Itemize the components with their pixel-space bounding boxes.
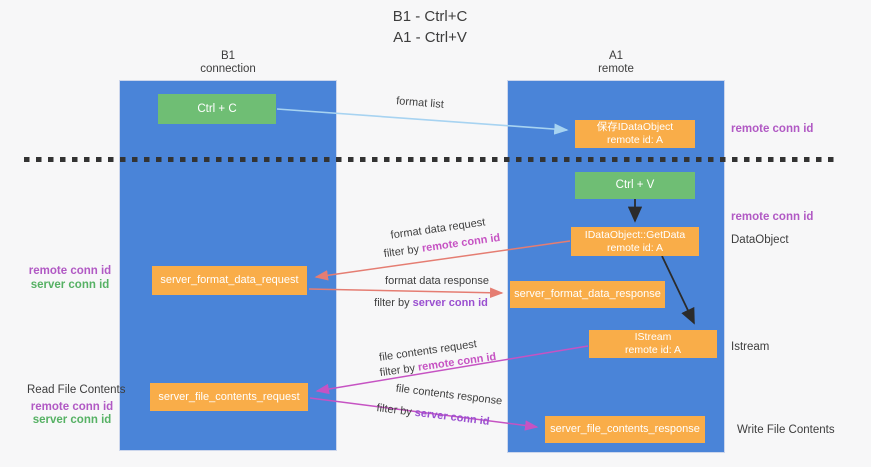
label-format-data-response: format data response xyxy=(385,275,489,287)
filter-server-conn-id: server conn id xyxy=(412,297,488,309)
server-file-contents-response-node: server_file_contents_response xyxy=(545,416,705,443)
server-format-data-response-node: server_format_data_response xyxy=(510,281,665,308)
server-file-contents-response-label: server_file_contents_response xyxy=(550,423,700,435)
label-filter-server-1: filter by server conn id xyxy=(373,297,489,309)
save-idataobject-node: 保存IDataObject remote id: A xyxy=(575,120,695,148)
annotation-remote-conn-id-mid-right: remote conn id xyxy=(731,211,814,223)
label-filter-server-2: filter by server conn id xyxy=(375,402,492,428)
filter-by-text: filter by xyxy=(375,402,416,419)
filter-by-text: filter by xyxy=(383,242,423,261)
label-format-list: format list xyxy=(395,95,445,111)
annotation-remote-conn-id-top-left: remote conn id xyxy=(28,265,112,277)
save-idataobject-line2: remote id: A xyxy=(606,134,664,146)
server-format-data-request-node: server_format_data_request xyxy=(152,266,307,295)
title-line-1: B1 - Ctrl+C xyxy=(392,8,468,25)
annotation-remote-conn-id-bottom-left: remote conn id xyxy=(30,401,114,413)
left-column-header: B1 connection xyxy=(119,50,337,76)
getdata-line2: remote id: A xyxy=(606,241,664,254)
server-file-contents-request-label: server_file_contents_request xyxy=(158,390,300,403)
format-data-response-arrow xyxy=(308,287,504,299)
ctrl-c-label: Ctrl + C xyxy=(197,102,237,115)
annotation-dataobject: DataObject xyxy=(731,234,789,246)
annotation-server-conn-id-bottom-left: server conn id xyxy=(32,414,112,426)
ctrl-v-label: Ctrl + V xyxy=(615,179,655,191)
diagram-title: B1 - Ctrl+C A1 - Ctrl+V xyxy=(0,6,860,48)
server-format-data-request-label: server_format_data_request xyxy=(160,274,299,286)
right-column-subtitle: remote xyxy=(598,63,634,75)
istream-line1: IStream xyxy=(634,331,672,343)
filter-server-conn-id: server conn id xyxy=(414,406,491,428)
filter-by-text: filter by xyxy=(379,361,419,380)
title-line-2: A1 - Ctrl+V xyxy=(393,29,467,46)
server-file-contents-request-node: server_file_contents_request xyxy=(150,383,308,411)
annotation-remote-conn-id-top-right: remote conn id xyxy=(731,123,814,135)
left-column-subtitle: connection xyxy=(200,63,256,75)
label-file-contents-response: file contents response xyxy=(395,382,503,408)
ctrl-v-node: Ctrl + V xyxy=(575,172,695,199)
idataobject-getdata-node: IDataObject::GetData remote id: A xyxy=(571,227,699,256)
annotation-server-conn-id-top-left: server conn id xyxy=(30,279,110,291)
annotation-istream: Istream xyxy=(731,341,770,353)
dashed-divider xyxy=(24,157,838,162)
filter-by-text: filter by xyxy=(374,297,413,309)
server-format-data-response-label: server_format_data_response xyxy=(514,288,661,300)
right-column-name: A1 xyxy=(608,50,624,62)
annotation-write-file-contents: Write File Contents xyxy=(737,424,835,436)
getdata-line1: IDataObject::GetData xyxy=(584,228,686,241)
istream-node: IStream remote id: A xyxy=(589,330,717,358)
save-idataobject-line1: 保存IDataObject xyxy=(596,121,674,133)
ctrl-c-node: Ctrl + C xyxy=(158,94,276,124)
left-column-name: B1 xyxy=(220,50,236,62)
annotation-read-file-contents: Read File Contents xyxy=(27,384,126,396)
istream-line2: remote id: A xyxy=(624,344,682,356)
right-column-header: A1 remote xyxy=(507,50,725,76)
